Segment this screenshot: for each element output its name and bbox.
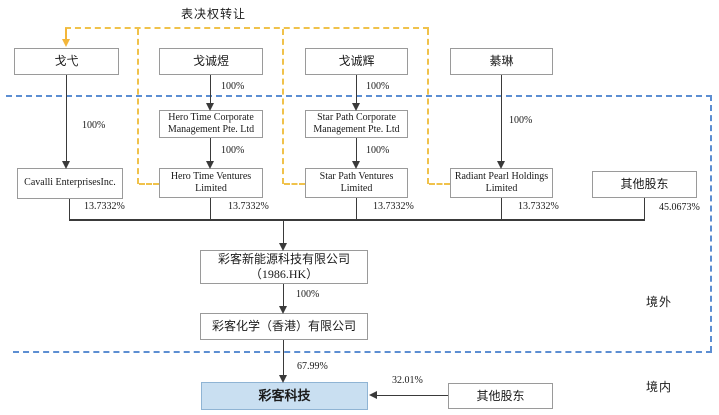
voting-transfer-drop-spv — [282, 29, 284, 184]
edge-cavalli-bus — [69, 199, 70, 220]
edge-other-onshore-caiketech — [377, 395, 448, 396]
voting-transfer-elbow-spv — [284, 183, 305, 185]
pct-spv-stake: 13.7332% — [373, 201, 414, 212]
edge-htcm-htv — [210, 138, 211, 161]
node-hero-time-corporate: Hero Time Corporate Management Pte. Ltd — [159, 110, 263, 138]
pct-qilin-rph: 100% — [509, 115, 533, 126]
edge-rph-bus — [501, 198, 502, 220]
offshore-onshore-divider-line — [13, 351, 712, 353]
pct-gechengyu-htcm: 100% — [221, 81, 245, 92]
edge-caikehk-caiketech — [283, 340, 284, 375]
node-geyi: 戈弋 — [14, 48, 119, 75]
edge-spcm-spv — [356, 138, 357, 161]
arrowhead-icon — [352, 161, 360, 169]
node-cavalli: Cavalli EnterprisesInc. — [17, 168, 123, 199]
voting-transfer-drop-rph — [427, 29, 429, 184]
node-qilin: 綦琳 — [450, 48, 553, 75]
pct-htcm-htv: 100% — [221, 145, 245, 156]
node-caike-tech: 彩客科技 — [201, 382, 368, 410]
edge-gechengyu-htcm — [210, 75, 211, 103]
voting-transfer-drop-htv — [137, 29, 139, 184]
node-caike-new-energy: 彩客新能源科技有限公司（1986.HK） — [200, 250, 368, 284]
edge-htv-bus — [210, 198, 211, 220]
voting-transfer-main-line — [65, 27, 429, 29]
shareholder-bus-line — [69, 219, 645, 221]
voting-transfer-stub-line — [65, 28, 67, 39]
edge-caike1986-caikehk — [283, 284, 284, 306]
pct-spcm-spv: 100% — [366, 145, 390, 156]
arrowhead-icon — [206, 161, 214, 169]
edge-geyi-cavalli — [66, 75, 67, 161]
node-gechengyu: 戈诚煜 — [159, 48, 263, 75]
arrowhead-icon — [279, 375, 287, 383]
node-gechenghui: 戈诚辉 — [305, 48, 408, 75]
pct-htv-stake: 13.7332% — [228, 201, 269, 212]
pct-other-onshore-stake: 32.01% — [392, 375, 423, 386]
pct-rph-stake: 13.7332% — [518, 201, 559, 212]
node-other-shareholders-onshore: 其他股东 — [448, 383, 553, 409]
pct-gechenghui-spcm: 100% — [366, 81, 390, 92]
pct-other-offshore-stake: 45.0673% — [659, 202, 700, 213]
voting-transfer-arrowhead-icon — [62, 39, 70, 47]
arrowhead-icon — [497, 161, 505, 169]
arrowhead-icon — [279, 306, 287, 314]
region-label-onshore: 境内 — [646, 380, 673, 394]
voting-transfer-elbow-rph — [429, 183, 450, 185]
offshore-boundary-right-line — [710, 95, 712, 352]
arrowhead-left-icon — [369, 391, 377, 399]
edge-gechenghui-spcm — [356, 75, 357, 103]
arrowhead-icon — [352, 103, 360, 111]
node-other-shareholders-offshore: 其他股东 — [592, 171, 697, 198]
node-caike-chemical-hk: 彩客化学（香港）有限公司 — [200, 313, 368, 340]
edge-bus-caike1986 — [283, 220, 284, 243]
node-star-path-corporate: Star Path Corporate Management Pte. Ltd — [305, 110, 408, 138]
pct-caike1986-hk: 100% — [296, 289, 320, 300]
pct-cavalli-stake: 13.7332% — [84, 201, 125, 212]
offshore-boundary-top-line — [6, 95, 712, 97]
edge-other-offshore-bus — [644, 198, 645, 220]
pct-hk-caiketech: 67.99% — [297, 361, 328, 372]
node-radiant-pearl: Radiant Pearl Holdings Limited — [450, 168, 553, 198]
arrowhead-icon — [279, 243, 287, 251]
pct-geyi-cavalli: 100% — [82, 120, 106, 131]
region-label-offshore: 境外 — [646, 295, 673, 309]
voting-rights-transfer-title: 表决权转让 — [181, 7, 247, 21]
edge-qilin-rph — [501, 75, 502, 161]
node-hero-time-ventures: Hero Time Ventures Limited — [159, 168, 263, 198]
arrowhead-icon — [206, 103, 214, 111]
node-star-path-ventures: Star Path Ventures Limited — [305, 168, 408, 198]
edge-spv-bus — [356, 198, 357, 220]
arrowhead-icon — [62, 161, 70, 169]
voting-transfer-elbow-htv — [139, 183, 159, 185]
